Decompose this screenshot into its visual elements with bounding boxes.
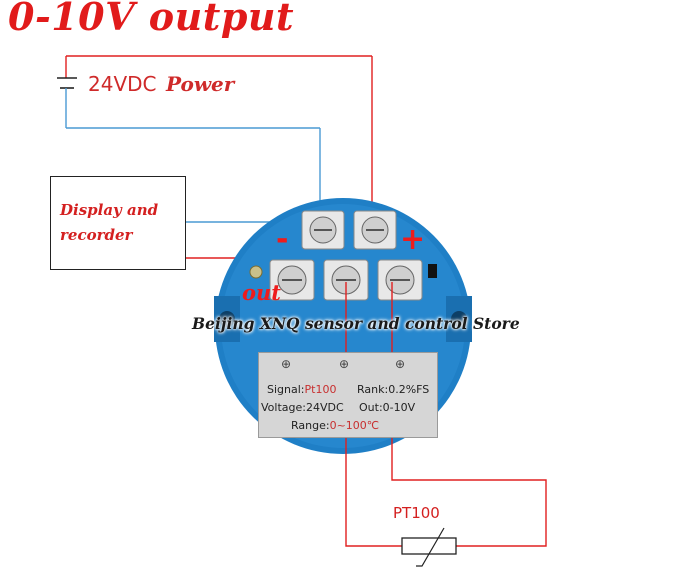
display-label-line2: recorder [60, 226, 133, 244]
plate-rank-key: Rank: [357, 383, 389, 396]
diagram-title: 0-10V output [8, 0, 295, 39]
terminal-minus-sign: - [276, 222, 289, 257]
power-supply-symbol [57, 55, 372, 129]
plate-voltage-key: Voltage: [261, 401, 306, 414]
plate-screw-icon: ⊕ [339, 357, 350, 371]
display-recorder-label: Display and recorder [60, 198, 180, 248]
plate-rank: Rank:0.2%FS [357, 383, 429, 396]
display-label-line1: Display and [60, 201, 159, 219]
pt100-resistor-symbol [401, 527, 457, 567]
plate-voltage-value: 24VDC [305, 401, 344, 414]
plate-signal: Signal:Pt100 [267, 383, 336, 396]
plate-signal-value: Pt100 [304, 383, 337, 396]
plate-range: Range:0~100℃ [291, 419, 379, 432]
plate-rank-value: 0.2%FS [388, 383, 430, 396]
label-plate: ⊕ ⊕ ⊕ Signal:Pt100 Rank:0.2%FS Voltage:2… [258, 352, 438, 438]
plate-out: Out:0-10V [359, 401, 415, 414]
terminal-sensor-a [323, 259, 369, 301]
plate-out-key: Out: [359, 401, 383, 414]
plate-voltage: Voltage:24VDC [261, 401, 344, 414]
terminal-plus-sign: + [400, 222, 426, 257]
plate-range-key: Range: [291, 419, 330, 432]
terminal-output [269, 259, 315, 301]
plate-screw-icon: ⊕ [395, 357, 406, 371]
pt100-label: PT100 [393, 504, 440, 522]
terminal-negative [301, 210, 345, 250]
terminal-out-label: out [242, 280, 281, 305]
terminal-positive [353, 210, 397, 250]
plate-range-value: 0~100℃ [329, 419, 380, 432]
power-voltage-label: 24VDC [88, 72, 157, 96]
plate-screw-icon: ⊕ [281, 357, 292, 371]
plate-signal-key: Signal: [267, 383, 305, 396]
store-watermark: Beijing XNQ sensor and control Store [192, 314, 520, 333]
terminal-sensor-b [377, 259, 423, 301]
display-recorder-box [50, 176, 186, 270]
plate-out-value: 0-10V [382, 401, 416, 414]
power-label: Power [166, 72, 235, 96]
